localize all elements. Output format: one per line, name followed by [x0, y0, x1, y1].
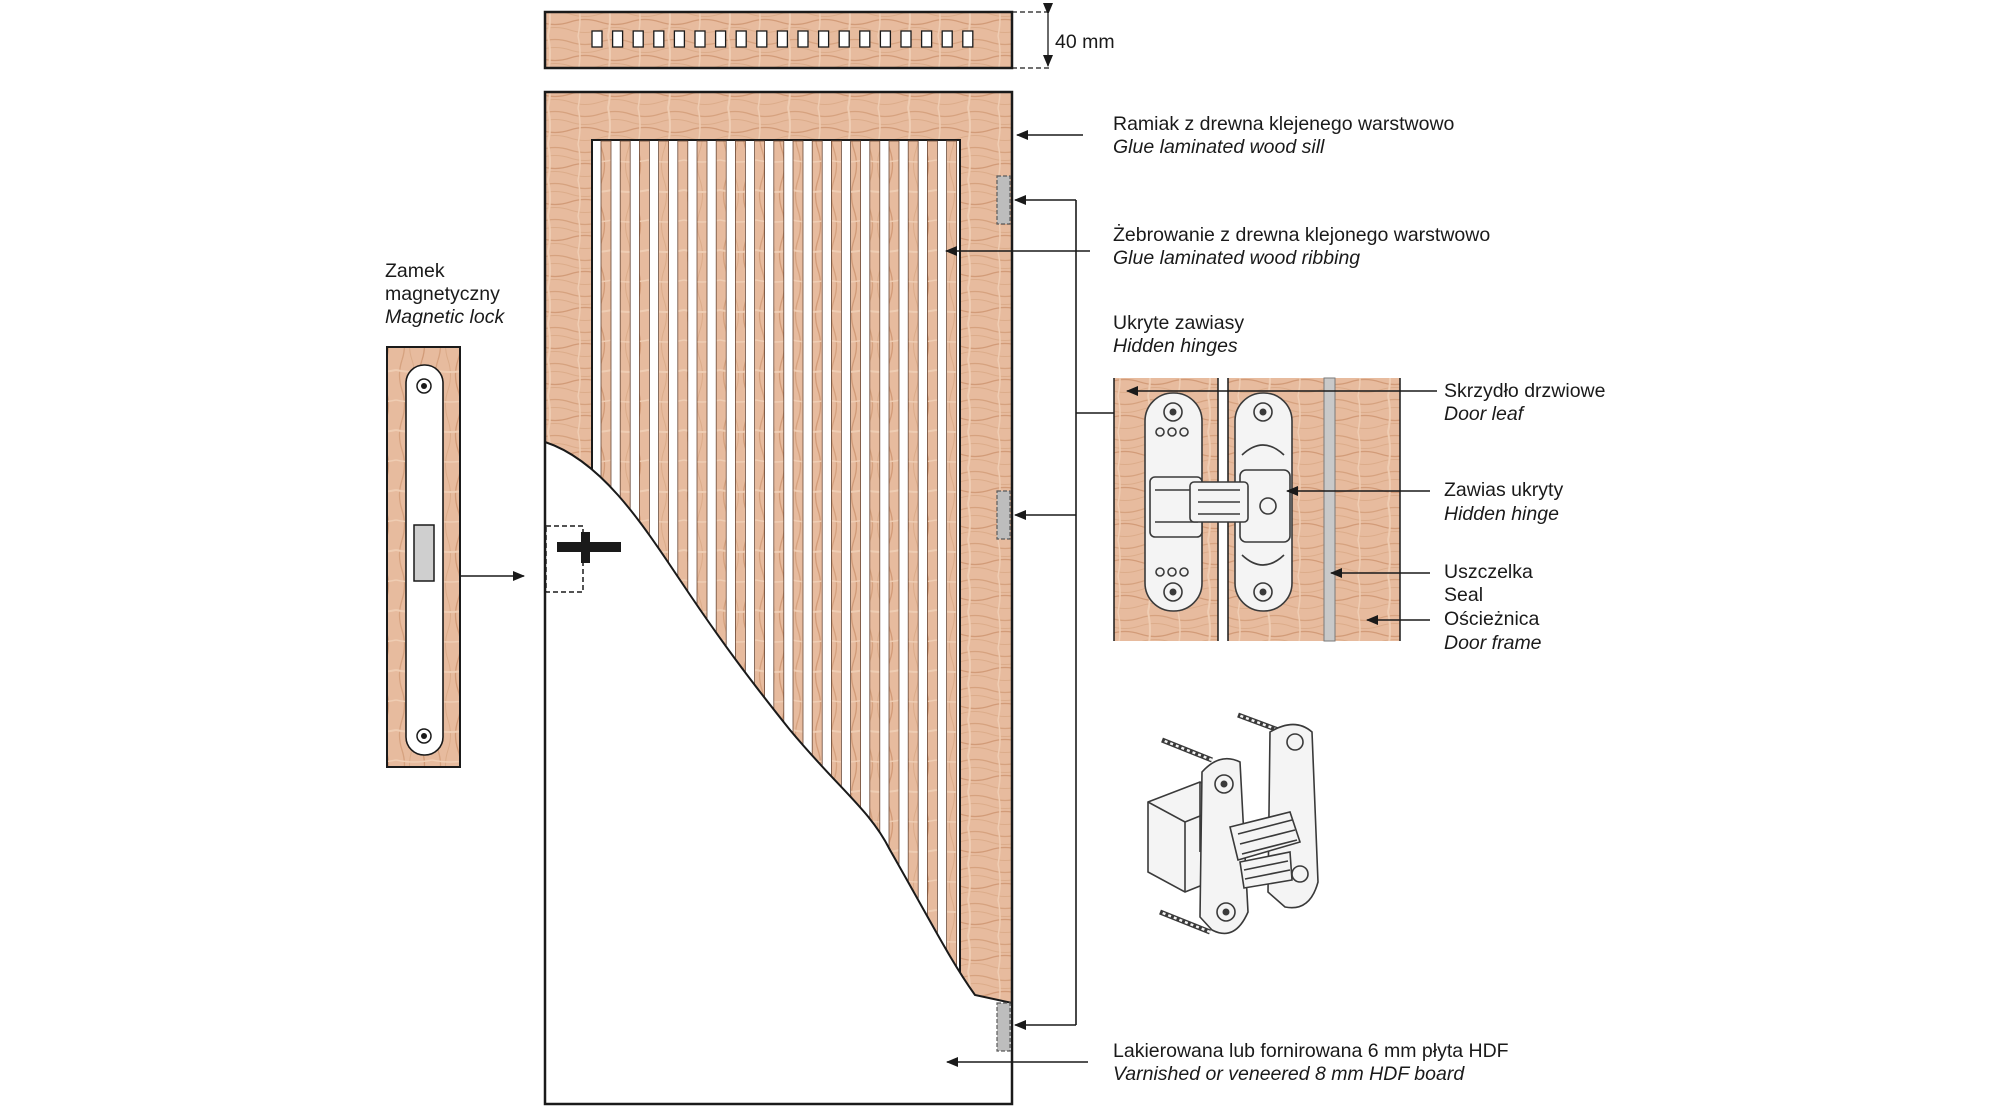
lock-label-en: Magnetic lock: [385, 306, 505, 328]
lock-label-pl-2: magnetyczny: [385, 283, 500, 305]
ribbing-slat: [946, 140, 957, 1004]
thickness-label: 40 mm: [1055, 31, 1115, 53]
hdf-label-pl: Lakierowana lub fornirowana 6 mm płyta H…: [1113, 1040, 1509, 1062]
top-section-slot: [838, 30, 850, 48]
hinge-plate-right: [1234, 392, 1293, 612]
top-section-slot: [756, 30, 768, 48]
ribbing-label-en: Glue laminated wood ribbing: [1113, 247, 1360, 269]
top-section-slot: [776, 30, 789, 48]
top-section-slot: [591, 30, 603, 48]
top-section-slots: [591, 30, 974, 48]
hinge-detail-seal: [1323, 377, 1336, 642]
sill-label-en: Glue laminated wood sill: [1113, 136, 1325, 158]
hinge-leader-lines: [1014, 195, 1114, 1030]
top-section-slot: [941, 30, 953, 48]
top-section-slot: [714, 30, 727, 48]
ribbing-slat: [927, 140, 938, 1004]
hinge-marker-top: [996, 175, 1011, 225]
top-section-slot: [859, 30, 871, 48]
top-section-slot: [817, 30, 830, 48]
label-hdf: Lakierowana lub fornirowana 6 mm płyta H…: [946, 1040, 1509, 1085]
lock-handle-stem: [581, 532, 590, 563]
label-ribbing: Żebrowanie z drewna klejonego warstwowo …: [945, 223, 1490, 269]
door-leaf-label-en: Door leaf: [1444, 403, 1526, 425]
door-outline: [543, 90, 1014, 1106]
door-frame-label-en: Door frame: [1444, 632, 1542, 654]
door-leaf-label-pl: Skrzydło drzwiowe: [1444, 380, 1605, 402]
top-section-slot: [879, 30, 892, 48]
sill-label-pl: Ramiak z drewna klejenego warstwowo: [1113, 113, 1455, 135]
hinge-detail: [1113, 377, 1401, 642]
top-section-slot: [673, 30, 686, 48]
hidden-hinge-3d-illustration: [1147, 712, 1319, 935]
hdf-board-cutaway: [545, 442, 1012, 1104]
top-section-slot: [611, 30, 624, 48]
top-section-slot: [694, 30, 706, 48]
top-section-slot: [735, 30, 747, 48]
ribbing-slat: [907, 140, 919, 1004]
hinge-knuckle: [1189, 481, 1249, 523]
lock-label-pl-1: Zamek: [385, 260, 445, 282]
hidden-hinge-label-en: Hidden hinge: [1444, 503, 1559, 525]
hinge-detail-labels: Skrzydło drzwiowe Door leaf Zawias ukryt…: [1126, 380, 1605, 654]
top-section-slot: [900, 30, 912, 48]
top-section-slot: [797, 30, 809, 48]
hinge-marker-bottom: [996, 1002, 1011, 1052]
thickness-dimension: 40 mm: [1012, 3, 1115, 69]
lock-position-marker: [545, 525, 584, 593]
label-sill: Ramiak z drewna klejenego warstwowo Glue…: [1016, 113, 1455, 158]
hidden-hinges-label-en: Hidden hinges: [1113, 335, 1238, 357]
label-hidden-hinges: Ukryte zawiasy Hidden hinges: [1113, 312, 1244, 357]
door-frame-label-pl: Ościeżnica: [1444, 608, 1540, 630]
top-section-slot: [653, 30, 665, 48]
hdf-label-en: Varnished or veneered 8 mm HDF board: [1113, 1063, 1465, 1085]
hidden-hinges-label-pl: Ukryte zawiasy: [1113, 312, 1244, 334]
top-section-slot: [962, 30, 974, 48]
hidden-hinge-label-pl: Zawias ukryty: [1444, 479, 1563, 501]
top-section-slot: [632, 30, 644, 48]
top-section: [543, 10, 1014, 70]
top-section-slot: [920, 30, 933, 48]
door-body: [543, 90, 1014, 1106]
ribbing-label-pl: Żebrowanie z drewna klejonego warstwowo: [1113, 223, 1490, 246]
lock-latch: [413, 524, 435, 582]
magnetic-lock: Zamek magnetyczny Magnetic lock: [385, 260, 525, 768]
seal-label-en: Seal: [1444, 584, 1483, 606]
hinge-plate-left: [1144, 392, 1203, 612]
hinge-marker-middle: [996, 490, 1011, 540]
seal-label-pl: Uszczelka: [1444, 561, 1533, 583]
